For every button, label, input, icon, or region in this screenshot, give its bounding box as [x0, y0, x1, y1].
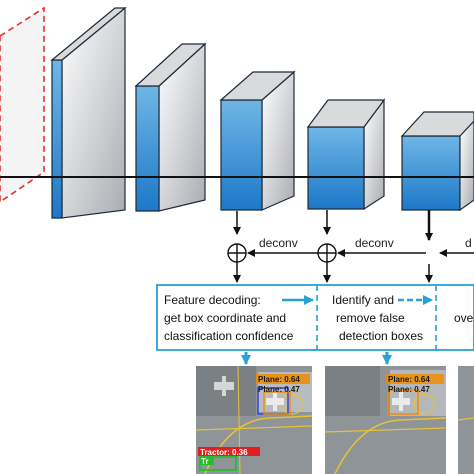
- sum-node-2: [317, 243, 337, 263]
- pipeline-box2-line1: Identify and: [332, 293, 394, 307]
- pipeline-box2-line3: detection boxes: [339, 329, 423, 343]
- aerial-image-3-partial: [457, 366, 474, 474]
- feature-block-3: [219, 70, 296, 211]
- aerial-image-1: Plane: 0.64 Plane: 0.47 Tractor: 0.36 Tr: [196, 366, 312, 474]
- deconv-label-3: d: [465, 236, 472, 250]
- skip-connections: [233, 210, 433, 241]
- sum-node-1: [227, 243, 247, 263]
- img1-tractor-label: Tractor: 0.36: [200, 448, 248, 457]
- feature-block-5: [400, 111, 474, 212]
- pipeline-box3-line1: ove: [454, 311, 474, 325]
- pipeline-box: [156, 284, 474, 351]
- sum-to-pipeline-arrows: [233, 262, 433, 283]
- img2-plane-label-1: Plane: 0.64: [388, 375, 430, 384]
- feature-block-1: [50, 6, 127, 219]
- pipeline-to-image-arrows: [241, 352, 392, 365]
- pipeline-box2-line2: remove false: [336, 311, 405, 325]
- img1-plane-label-1: Plane: 0.64: [258, 375, 300, 384]
- img1-truck-label: Tr: [201, 457, 209, 466]
- feature-block-2: [134, 42, 207, 212]
- deconv-label-1: deconv: [259, 236, 298, 250]
- input-block-dashed: [0, 6, 45, 203]
- img2-plane-label-2: Plane: 0.47: [388, 385, 430, 394]
- aerial-image-2: Plane: 0.64 Plane: 0.47: [325, 366, 446, 474]
- img1-plane-label-2: Plane: 0.47: [258, 385, 300, 394]
- deconv-label-2: deconv: [355, 236, 394, 250]
- feature-block-4: [306, 98, 386, 211]
- pipeline-box1-line1: Feature decoding:: [164, 293, 261, 307]
- pipeline-box1-line2: get box coordinate and: [164, 311, 286, 325]
- pipeline-box1-line3: classification confidence: [164, 329, 294, 343]
